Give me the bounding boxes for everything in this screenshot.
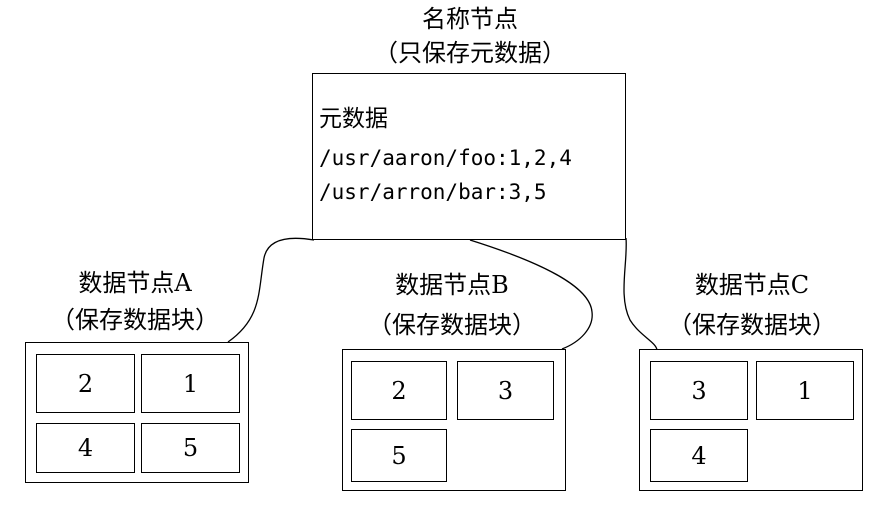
datanode-c-box: 3 1 4 [639,349,863,491]
data-block: 1 [756,361,854,420]
connector-namenode-to-datanode-c [623,237,658,351]
datanode-c-title: 数据节点C [694,271,810,299]
data-block: 3 [457,361,554,420]
metadata-heading: 元数据 [319,106,388,132]
namenode-metadata-box: 元数据 /usr/aaron/foo:1,2,4 /usr/arron/bar:… [312,73,626,240]
data-block: 5 [351,429,447,482]
data-block: 4 [36,423,135,473]
data-block: 5 [141,423,240,473]
namenode-subtitle: （只保存元数据） [374,39,566,67]
metadata-entry: /usr/aaron/foo:1,2,4 [319,146,572,170]
datanode-a-title: 数据节点A [78,269,192,297]
datanode-b-box: 2 3 5 [342,349,566,491]
datanode-a-subtitle: （保存数据块） [51,306,219,334]
connector-namenode-to-datanode-a [227,237,315,343]
data-block: 2 [36,354,135,413]
datanode-a-box: 2 1 4 5 [25,342,249,483]
data-block: 1 [141,354,240,413]
connector-namenode-to-datanode-b [469,239,593,350]
metadata-entry: /usr/arron/bar:3,5 [319,180,547,204]
data-block: 2 [351,361,447,420]
data-block: 4 [650,429,748,482]
datanode-c-subtitle: （保存数据块） [668,311,836,339]
datanode-b-subtitle: （保存数据块） [368,311,536,339]
datanode-b-title: 数据节点B [395,271,509,299]
namenode-title: 名称节点 [422,5,518,33]
data-block: 3 [650,361,748,420]
